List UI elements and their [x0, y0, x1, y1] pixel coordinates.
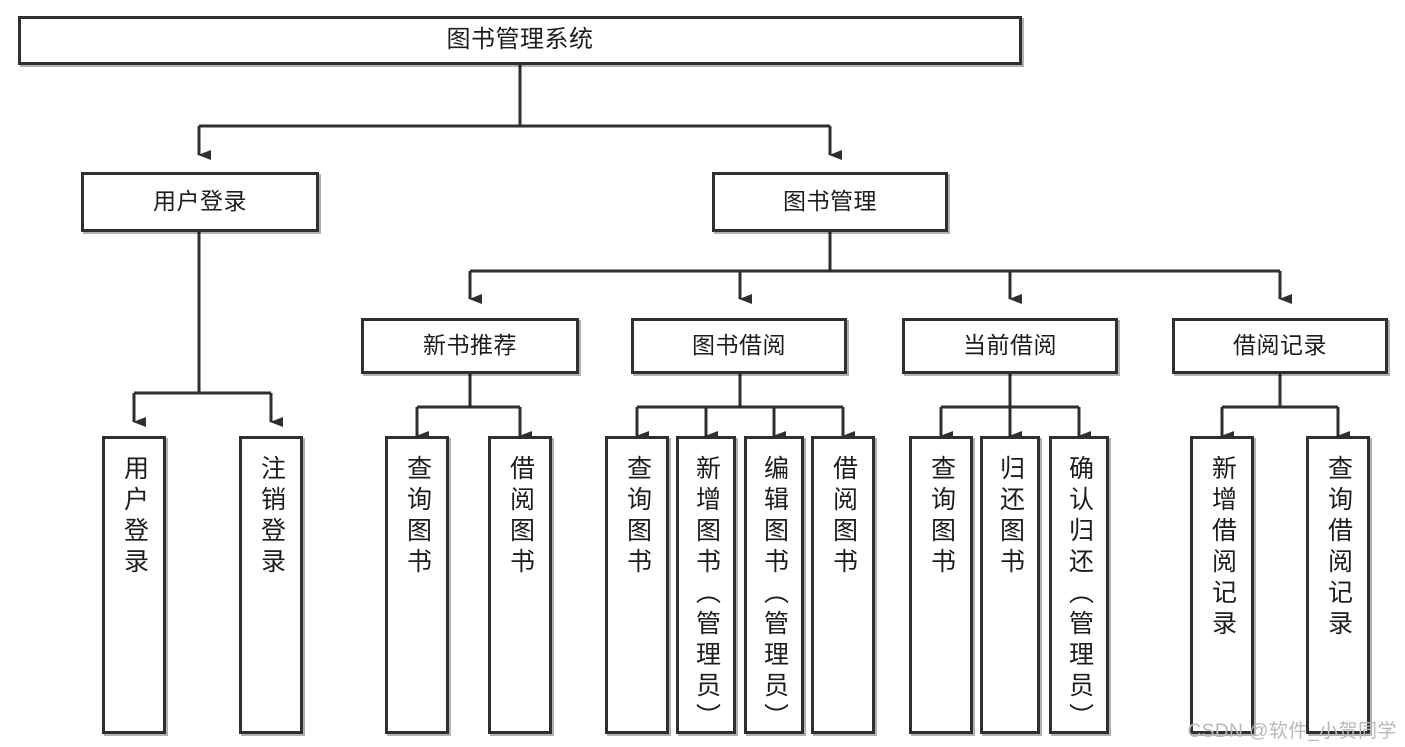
node-book-borrow[interactable]: 图书借阅 — [631, 318, 847, 374]
node-label: 查询图书 — [403, 455, 432, 579]
node-label: 当前借阅 — [963, 332, 1057, 359]
node-current-borrow[interactable]: 当前借阅 — [902, 318, 1118, 374]
node-leaf-user-login[interactable]: 用户登录 — [102, 436, 166, 734]
node-label: 确认归还（管理员） — [1065, 455, 1094, 734]
node-label: 用户登录 — [120, 455, 149, 579]
node-leaf-return-book[interactable]: 归还图书 — [980, 436, 1040, 734]
node-label: 查询图书 — [623, 455, 652, 579]
node-leaf-edit-book-admin[interactable]: 编辑图书（管理员） — [744, 436, 804, 734]
node-label: 新增借阅记录 — [1208, 455, 1237, 641]
node-book-manage[interactable]: 图书管理 — [712, 172, 948, 232]
node-label: 图书管理系统 — [446, 26, 594, 54]
node-label: 查询借阅记录 — [1324, 455, 1353, 641]
node-label: 归还图书 — [996, 455, 1025, 579]
node-leaf-query-book-current[interactable]: 查询图书 — [909, 436, 973, 734]
node-leaf-user-logout[interactable]: 注销登录 — [239, 436, 303, 734]
node-label: 借阅图书 — [829, 455, 858, 579]
node-leaf-add-book-admin[interactable]: 新增图书（管理员） — [676, 436, 736, 734]
node-label: 编辑图书（管理员） — [760, 455, 789, 734]
node-label: 借阅记录 — [1233, 332, 1327, 359]
node-leaf-borrow-book-recommend[interactable]: 借阅图书 — [488, 436, 552, 734]
node-leaf-add-borrow-record[interactable]: 新增借阅记录 — [1190, 436, 1254, 734]
node-leaf-borrow-book-borrow[interactable]: 借阅图书 — [811, 436, 875, 734]
node-label: 注销登录 — [257, 455, 286, 579]
node-label: 图书管理 — [783, 188, 877, 215]
node-label: 新增图书（管理员） — [692, 455, 721, 734]
node-label: 图书借阅 — [692, 332, 786, 359]
csdn-watermark: CSDN @软件_小贺同学 — [1187, 721, 1397, 742]
node-new-book-recommend[interactable]: 新书推荐 — [361, 318, 579, 374]
node-label: 新书推荐 — [423, 332, 517, 359]
node-user-login[interactable]: 用户登录 — [81, 172, 319, 232]
node-leaf-confirm-return-admin[interactable]: 确认归还（管理员） — [1049, 436, 1109, 734]
node-label: 查询图书 — [927, 455, 956, 579]
node-borrow-record[interactable]: 借阅记录 — [1172, 318, 1388, 374]
node-leaf-query-borrow-record[interactable]: 查询借阅记录 — [1306, 436, 1370, 734]
node-leaf-query-book-recommend[interactable]: 查询图书 — [385, 436, 449, 734]
node-root-system[interactable]: 图书管理系统 — [18, 16, 1022, 65]
node-label: 用户登录 — [153, 188, 247, 215]
node-leaf-query-book-borrow[interactable]: 查询图书 — [605, 436, 669, 734]
node-label: 借阅图书 — [506, 455, 535, 579]
